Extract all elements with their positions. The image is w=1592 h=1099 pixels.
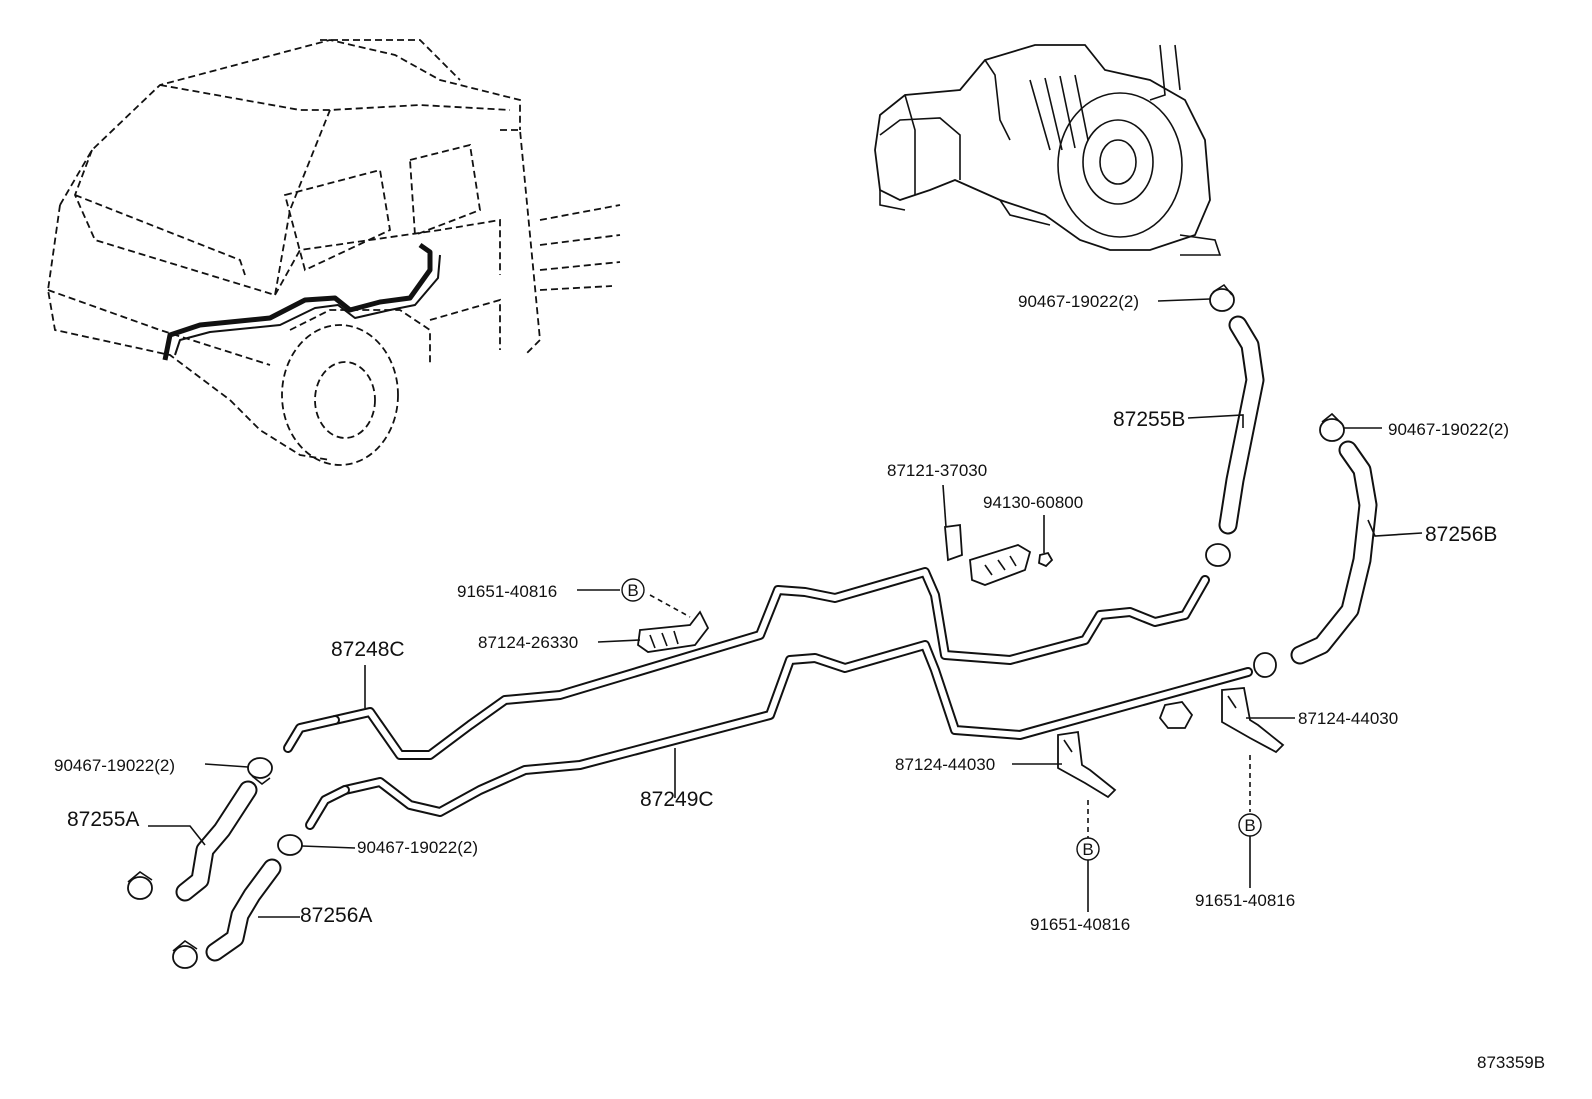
leader-lines <box>148 298 1423 918</box>
label-bolt-mid: 91651-40816 <box>1030 915 1130 934</box>
label-bolt-upper: 91651-40816 <box>457 582 557 601</box>
hose-87255A <box>175 780 258 902</box>
ref-b-circle-mid: B <box>1076 837 1100 861</box>
hose-87256B <box>1290 440 1378 665</box>
hose-clip-left-1 <box>247 757 273 786</box>
svg-text:B: B <box>1244 816 1255 835</box>
bracket-87121-37030 <box>944 523 1032 586</box>
truck-outline <box>47 39 621 466</box>
pipe-clamp-87124-44030-right <box>1221 687 1285 754</box>
nut-94130-60800 <box>1038 551 1054 568</box>
label-hose-87255B: 87255B <box>1113 408 1185 431</box>
label-pipe-87249C: 87249C <box>640 788 714 811</box>
label-bracket-87121-37030: 87121-37030 <box>887 461 987 480</box>
hose-clip-left-2 <box>277 834 303 856</box>
label-clamp-87124-26330: 87124-26330 <box>478 633 578 652</box>
pipe-87249C <box>340 640 1253 817</box>
pipe-87248C <box>330 567 1210 760</box>
label-pipe-87248C: 87248C <box>331 638 405 661</box>
ref-b-circle-upper: B <box>621 578 645 602</box>
label-hose-87255A: 87255A <box>67 808 139 831</box>
label-clip-left-1: 90467-19022(2) <box>54 756 175 775</box>
label-clip-top-2: 90467-19022(2) <box>1388 420 1509 439</box>
label-clip-left-2: 90467-19022(2) <box>357 838 478 857</box>
hose-clip-87256A-end <box>172 940 198 969</box>
label-bolt-right: 91651-40816 <box>1195 891 1295 910</box>
pipe-end-stubs <box>283 715 350 830</box>
diagram-id: 873359B <box>1477 1053 1545 1072</box>
hose-clip-top-1 <box>1209 283 1235 312</box>
hose-clip-top-2 <box>1319 412 1345 442</box>
label-clamp-87124-44030-right: 87124-44030 <box>1298 709 1398 728</box>
hose-87255B <box>1218 315 1265 535</box>
label-hose-87256A: 87256A <box>300 904 372 927</box>
pipe-clamp-87124-44030-mid <box>1057 730 1117 799</box>
svg-text:B: B <box>627 581 638 600</box>
hose-clip-87255A-end <box>127 871 153 900</box>
label-clip-top-1: 90467-19022(2) <box>1018 292 1139 311</box>
pipe-clamp-87124-26330 <box>637 610 710 653</box>
svg-text:B: B <box>1082 840 1093 859</box>
heater-unit <box>874 44 1222 256</box>
pipe-clip-small <box>1158 701 1194 729</box>
hose-clip-87255B-lower <box>1205 543 1231 567</box>
label-hose-87256B: 87256B <box>1425 523 1497 546</box>
label-clamp-87124-44030-mid: 87124-44030 <box>895 755 995 774</box>
ref-b-circle-right: B <box>1238 813 1262 837</box>
hose-87256A <box>205 858 282 962</box>
hose-clip-87256B-lower <box>1253 652 1277 678</box>
label-nut-94130-60800: 94130-60800 <box>983 493 1083 512</box>
